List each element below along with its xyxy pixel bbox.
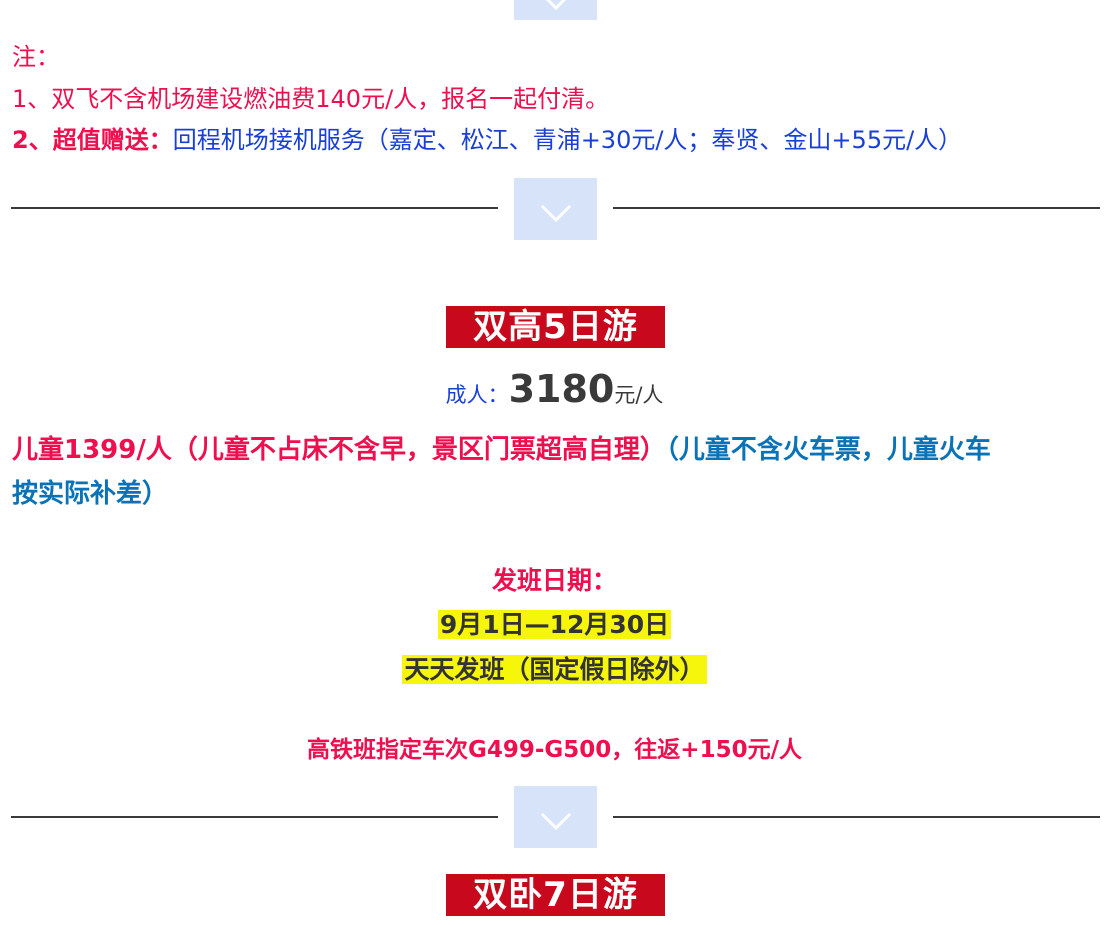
date-range-line: 9月1日—12月30日 (0, 609, 1109, 641)
chevron-down-icon (540, 204, 572, 223)
chevron-down-icon (545, 0, 567, 11)
adult-price: 3180 (508, 367, 615, 411)
departure-frequency: 天天发班（国定假日除外） (402, 655, 707, 684)
note-item-1: 1、双飞不含机场建设燃油费140元/人，报名一起付清。 (12, 85, 610, 113)
tour-title-badge: 双卧7日游 (446, 874, 665, 916)
child-price-red: 儿童1399/人（儿童不占床不含早，景区门票超高自理） (12, 435, 666, 465)
chevron-down-icon (540, 812, 572, 831)
divider-line-left (11, 816, 498, 818)
divider-line-right (613, 816, 1100, 818)
adult-unit: 元/人 (614, 383, 664, 407)
schedule-label: 发班日期： (491, 566, 617, 595)
divider-chevron (514, 786, 597, 848)
note-item-2-text: 回程机场接机服务（嘉定、松江、青浦+30元/人；奉贤、金山+55元/人） (172, 126, 963, 154)
train-note: 高铁班指定车次G499-G500，往返+150元/人 (306, 737, 802, 763)
note-item-2-label: 2、超值赠送： (12, 126, 173, 154)
divider-line-right (613, 207, 1100, 209)
divider-chevron (514, 178, 597, 240)
child-price-blue-cont: 按实际补差） (12, 479, 169, 509)
adult-price-line: 成人：3180元/人 (0, 366, 1109, 420)
notes-heading: 注： (12, 43, 60, 71)
frequency-line: 天天发班（国定假日除外） (0, 654, 1109, 686)
adult-label: 成人： (445, 383, 509, 407)
date-range: 9月1日—12月30日 (437, 610, 672, 639)
tour-title-badge: 双高5日游 (446, 306, 665, 348)
child-price-blue: （儿童不含火车票，儿童火车 (665, 435, 991, 465)
child-price-note: 儿童1399/人（儿童不占床不含早，景区门票超高自理）（儿童不含火车票，儿童火车… (12, 428, 1102, 516)
divider-chevron-top (514, 0, 597, 20)
divider-line-left (11, 207, 498, 209)
note-item-2: 2、超值赠送：回程机场接机服务（嘉定、松江、青浦+30元/人；奉贤、金山+55元… (12, 125, 962, 155)
